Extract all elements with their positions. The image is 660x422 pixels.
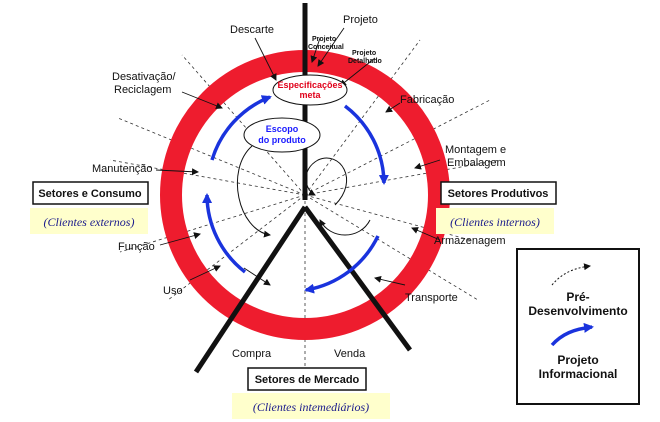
spec-line-2: meta: [299, 90, 321, 100]
label-projeto-detalhado-2: Detalhado: [348, 58, 382, 65]
scope-line-2: do produto: [258, 135, 306, 145]
label-fabricacao: Fabricação: [400, 94, 454, 106]
sector-consumo-label: Setores e Consumo: [38, 188, 142, 200]
label-venda: Venda: [334, 348, 366, 360]
legend-pre-2: Desenvolvimento: [528, 304, 627, 318]
client-externos-box: [30, 208, 148, 234]
client-intermediarios-label: (Clientes intemediários): [253, 400, 369, 414]
label-projeto-conceitual-1: Projeto: [312, 36, 336, 43]
legend-box: [516, 248, 640, 405]
legend-pre-1: Pré-: [566, 290, 589, 304]
label-funcao: Função: [118, 241, 155, 253]
sector-mercado-box: [247, 367, 367, 391]
label-montagem-2: Embalagem: [447, 157, 506, 169]
label-desativacao-1: Desativação/: [112, 71, 177, 83]
label-montagem-1: Montagem e: [445, 144, 506, 156]
label-projeto-detalhado-1: Projeto: [352, 50, 376, 57]
informational-flow: [202, 95, 389, 294]
label-projeto-conceitual-2: Conceitual: [308, 44, 344, 51]
label-compra: Compra: [232, 348, 272, 360]
scope-ellipse: [243, 117, 321, 153]
client-externos-label: (Clientes externos): [44, 215, 135, 229]
label-transporte: Transporte: [405, 292, 458, 304]
left-v-arm: [193, 205, 308, 374]
label-armazenagem: Armazenagem: [434, 235, 506, 247]
pointer-arrows: [155, 27, 441, 286]
sector-mercado-label: Setores de Mercado: [255, 374, 360, 386]
client-internos-box: [436, 208, 554, 234]
label-projeto: Projeto: [343, 14, 378, 26]
sector-produtivos-label: Setores Produtivos: [448, 188, 549, 200]
legend-proj-arrow: [550, 322, 594, 347]
label-manutencao: Manutenção: [92, 163, 153, 175]
scope-line-1: Escopo: [266, 124, 299, 134]
label-desativacao-2: Reciclagem: [114, 84, 171, 96]
client-internos-label: (Clientes internos): [450, 215, 540, 229]
client-intermediarios-box: [232, 393, 390, 419]
label-descarte: Descarte: [230, 24, 274, 36]
sector-produtivos-box: [440, 181, 557, 205]
legend-proj-1: Projeto: [557, 353, 598, 367]
legend-pre-dev-arrow: [551, 263, 591, 286]
label-uso: Uso: [163, 285, 183, 297]
sector-consumo-box: [32, 181, 149, 205]
legend-proj-2: Informacional: [539, 367, 618, 381]
right-v-arm: [302, 205, 413, 352]
spec-line-1: Especificações: [277, 80, 342, 90]
spec-ellipse: [272, 74, 348, 106]
pre-development-flow: [237, 145, 371, 238]
